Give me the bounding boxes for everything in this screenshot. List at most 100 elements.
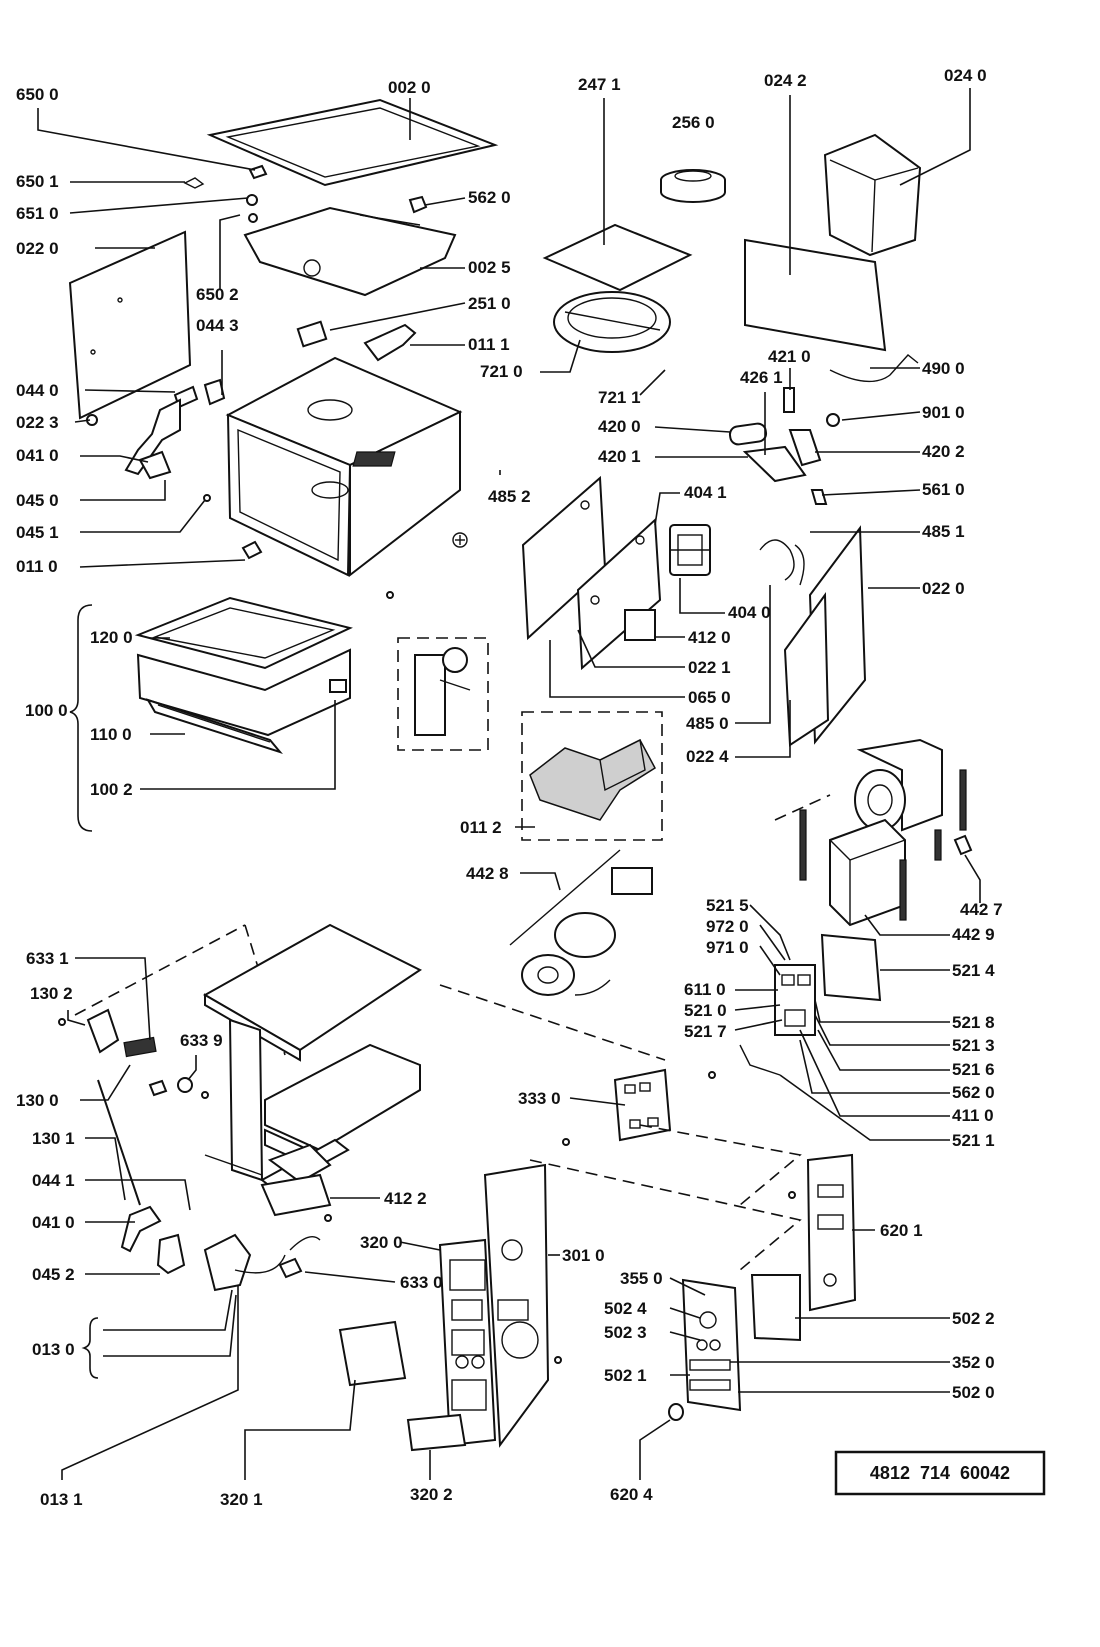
part-control-module <box>739 964 816 1076</box>
callout-label: 521 4 <box>952 961 995 980</box>
part-412-0 <box>624 609 656 641</box>
part-top-frame <box>206 98 499 187</box>
callout-label: 521 6 <box>952 1060 995 1079</box>
callout-label: 100 2 <box>90 780 133 799</box>
callout-label: 521 0 <box>684 1001 727 1020</box>
callout-label: 420 0 <box>598 417 641 436</box>
callout-label: 620 4 <box>610 1485 653 1504</box>
callout-label: 411 0 <box>952 1106 994 1125</box>
part-024-0-box <box>823 133 922 257</box>
callout-label: 022 0 <box>16 239 59 258</box>
callout-label: 002 5 <box>468 258 511 277</box>
callout-label: 442 8 <box>466 864 509 883</box>
callout-label: 521 8 <box>952 1013 995 1032</box>
callout-label: 355 0 <box>620 1269 663 1288</box>
callout-label: 721 1 <box>598 388 641 407</box>
callout-label: 633 0 <box>400 1273 443 1292</box>
callout-label: 562 0 <box>468 188 511 207</box>
document-number-box <box>834 1450 1046 1496</box>
callout-label: 024 2 <box>764 71 807 90</box>
callout-label: 044 3 <box>196 316 239 335</box>
callout-label: 502 0 <box>952 1383 995 1402</box>
callout-label: 120 0 <box>90 628 133 647</box>
callout-label: 521 7 <box>684 1022 727 1041</box>
part-cabinet-body <box>225 356 468 578</box>
callout-label: 011 1 <box>468 335 510 354</box>
callout-label: 022 4 <box>686 747 729 766</box>
part-011-0-foot <box>241 540 263 560</box>
callout-label: 421 0 <box>768 347 811 366</box>
callout-label: 420 2 <box>922 442 965 461</box>
part-capacitor-group <box>728 387 840 505</box>
part-490-0-cable <box>829 354 919 383</box>
part-247-1-plate <box>542 223 693 292</box>
callout-label: 561 0 <box>922 480 965 499</box>
callout-label: 502 3 <box>604 1323 647 1342</box>
callout-label: 320 2 <box>410 1485 453 1504</box>
callout-label: 521 3 <box>952 1036 995 1055</box>
part-magnetron <box>669 524 711 576</box>
part-620-1-back-plate <box>806 1153 857 1312</box>
callout-label: 412 2 <box>384 1189 427 1208</box>
callout-label: 633 1 <box>26 949 69 968</box>
callout-label: 426 1 <box>740 368 783 387</box>
part-502-0-board <box>681 1278 742 1412</box>
part-024-2-panel <box>744 238 887 352</box>
callout-label: 130 1 <box>32 1129 75 1148</box>
callout-label: 485 1 <box>922 522 965 541</box>
part-left-hinge-assembly <box>86 378 226 502</box>
callout-label: 065 0 <box>688 688 731 707</box>
callout-label: 256 0 <box>672 113 715 132</box>
part-011-1 <box>363 323 417 362</box>
callout-label: 502 1 <box>604 1366 647 1385</box>
callout-label: 044 1 <box>32 1171 75 1190</box>
callout-label: 502 2 <box>952 1309 995 1328</box>
leader-lines <box>37 88 981 1480</box>
callout-label: 247 1 <box>578 75 621 94</box>
callout-label: 971 0 <box>706 938 749 957</box>
document-number: 4812 714 60042 <box>870 1463 1010 1483</box>
callout-label: 041 0 <box>32 1213 75 1232</box>
bracket-100-0 <box>69 604 93 832</box>
callout-label: 002 0 <box>388 78 431 97</box>
part-front-control-panel <box>438 1238 497 1447</box>
part-333-0-switch-plate <box>613 1068 672 1142</box>
part-cavity-assembly <box>774 738 973 927</box>
callout-label: 333 0 <box>518 1089 561 1108</box>
part-412-2 <box>260 1173 332 1217</box>
callout-label: 442 7 <box>960 900 1003 919</box>
callout-label: 485 0 <box>686 714 729 733</box>
part-left-side-panel <box>68 230 192 420</box>
part-251 <box>296 320 328 348</box>
callout-label: 130 0 <box>16 1091 59 1110</box>
part-top-plate <box>243 206 457 297</box>
callout-label: 044 0 <box>16 381 59 400</box>
callout-label: 521 1 <box>952 1131 995 1150</box>
part-521-4-bracket <box>820 933 882 1002</box>
part-301-0-frame <box>483 1163 550 1448</box>
callout-label: 721 0 <box>480 362 523 381</box>
callout-label: 045 1 <box>16 523 59 542</box>
part-small-covers <box>338 1320 467 1452</box>
part-stirrer <box>553 291 671 353</box>
part-lower-chassis <box>202 923 422 1192</box>
callout-label: 045 2 <box>32 1265 75 1284</box>
callout-label: 251 0 <box>468 294 511 313</box>
callout-label: 901 0 <box>922 403 965 422</box>
callout-label: 620 1 <box>880 1221 923 1240</box>
part-inner-panels <box>521 475 867 747</box>
callout-label: 320 0 <box>360 1233 403 1252</box>
callout-label: 502 4 <box>604 1299 647 1318</box>
callout-label: 045 0 <box>16 491 59 510</box>
callout-label: 013 1 <box>40 1490 83 1509</box>
callout-label: 485 2 <box>488 487 531 506</box>
callout-label: 420 1 <box>598 447 641 466</box>
callout-label: 611 0 <box>684 980 726 999</box>
part-illustrations <box>58 98 1046 1496</box>
part-door-assembly <box>134 596 353 754</box>
callout-label: 442 9 <box>952 925 995 944</box>
callout-label: 633 9 <box>180 1031 223 1050</box>
callout-label: 320 1 <box>220 1490 263 1509</box>
part-motor-subassembly <box>397 637 489 751</box>
